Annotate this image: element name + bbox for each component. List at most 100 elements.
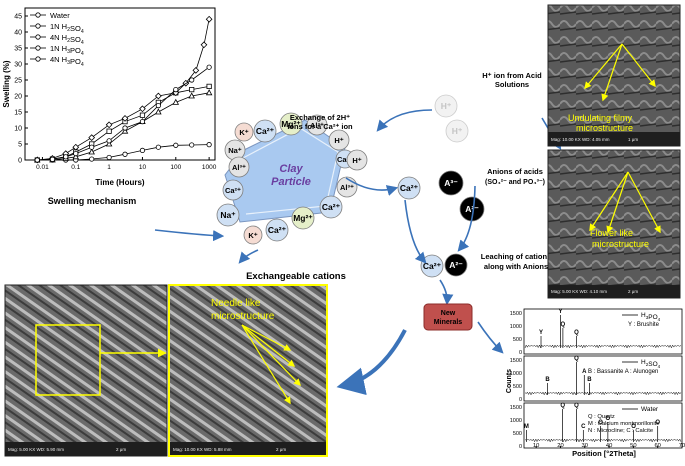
arrow-to-sem-bottom <box>336 329 407 396</box>
xrd-note: N : Microcline; C : Calcite <box>588 428 653 434</box>
sem-left-info-bar <box>5 442 167 456</box>
xrd-legend-label: H2SO4 <box>641 359 661 369</box>
ion-label: K⁺ <box>239 128 248 137</box>
ion-label: Al³⁺ <box>340 183 354 192</box>
xrd-peak-label: B <box>587 377 592 383</box>
swelling-point <box>139 147 146 153</box>
xrd-y-tick-label: 1500 <box>510 405 522 411</box>
swelling-series-line <box>37 66 210 161</box>
ion-label: Ca²⁺ <box>225 186 241 195</box>
sem-mid-arrow-1 <box>606 171 629 234</box>
needle-label-line1: Needle like <box>211 298 261 309</box>
anions-label-line1: Anions of acids <box>487 167 543 176</box>
ion-circle <box>444 253 468 277</box>
flower-label-line2: microstructure <box>592 239 649 249</box>
ion-label: Mg²⁺ <box>293 213 313 223</box>
ion-circle <box>306 114 328 136</box>
sem-left-zoom-box <box>35 324 101 396</box>
xrd-x-tick-label: 20 <box>557 443 563 449</box>
new-minerals-background <box>423 303 473 331</box>
sem-image-mid: Mag: 5.00 KX WD: 4.10 mm 2 μm Flower lik… <box>547 149 681 299</box>
xrd-y-tick-label: 1500 <box>510 358 522 364</box>
swelling-legend-marker <box>35 23 41 29</box>
ion-h: H⁺ <box>328 129 350 151</box>
ion-circle <box>291 206 315 230</box>
xrd-y-tick-label: 500 <box>513 384 522 390</box>
xrd-panel-frame <box>523 355 683 402</box>
sem-left-micrograph <box>4 284 168 457</box>
ion-circle <box>234 122 254 142</box>
xrd-note: M : Calcium montmorillonite <box>588 421 660 427</box>
exchange-label-line1: Exchange of 2H⁺ <box>290 113 350 122</box>
swelling-x-tick-label: 10 <box>139 164 147 171</box>
ion-al: Al³⁺ <box>306 114 328 136</box>
xrd-y-tick-label: 0 <box>519 397 522 403</box>
sem-right-caption: Mag: 10.00 KX WD: 5.88 mm <box>173 447 232 452</box>
ion-label: H⁺ <box>452 126 463 136</box>
swelling-point <box>106 154 112 161</box>
flower-label-line1: Flower like <box>590 228 633 238</box>
sem-image-top: Mag: 10.00 KX WD: 4.05 mm 1 μm Undulatin… <box>547 4 681 147</box>
xrd-peak-label: O <box>598 420 603 426</box>
sem-top-caption: Mag: 10.00 KX WD: 4.05 mm <box>551 137 610 142</box>
ion-circle <box>420 254 444 278</box>
ion-k: K⁺ <box>234 122 254 142</box>
xrd-peak-label: Y <box>558 309 562 315</box>
ion-label: Ca²⁺ <box>268 225 287 235</box>
swelling-y-axis-label: Swelling (%) <box>2 60 11 107</box>
swelling-point <box>122 125 128 131</box>
swelling-point <box>155 103 161 109</box>
xrd-y-tick-label: 0 <box>519 444 522 450</box>
ion-ca: Ca²⁺ <box>420 254 444 278</box>
needle-arrow-4 <box>241 324 291 405</box>
xrd-peak-label: M <box>524 424 529 430</box>
swelling-point <box>106 138 112 144</box>
swelling-point <box>188 92 195 99</box>
swelling-y-tick-label: 35 <box>14 46 22 53</box>
arrow-clay-to-ca <box>345 177 399 196</box>
ion-label: H⁺ <box>352 156 361 165</box>
swelling-point <box>192 67 200 74</box>
sem-image-bottom-left: Mag: 5.00 KX WD: 5.90 mm 2 μm <box>4 284 168 457</box>
xrd-x-tick-label: 50 <box>630 443 636 449</box>
swelling-point <box>173 87 179 93</box>
undulating-label-line1: Undulating filmy <box>568 113 633 123</box>
ion-label: A²⁻ <box>449 260 463 270</box>
swelling-point <box>73 151 79 157</box>
xrd-note: Q : Quartz <box>588 414 615 420</box>
sem-image-bottom-right: Mag: 10.00 KX WD: 5.88 mm 2 μm Needle li… <box>168 284 328 457</box>
ion-label: H⁺ <box>441 101 452 111</box>
xrd-legend-label: H3PO4 <box>641 312 661 322</box>
ion-circle <box>265 218 289 242</box>
arrow-ca-leaching <box>404 199 427 264</box>
sem-top-scale: 1 μm <box>628 137 638 142</box>
xrd-legend-label: Water <box>641 406 659 413</box>
ion-circle <box>346 149 368 171</box>
ion-label: A³⁻ <box>444 178 458 188</box>
xrd-y-tick-label: 1000 <box>510 418 522 424</box>
swelling-point <box>63 154 69 160</box>
swelling-legend-marker <box>35 12 41 18</box>
ion-na: Na⁺ <box>216 203 240 227</box>
needle-arrow-3 <box>241 324 302 387</box>
sem-mid-caption: Mag: 5.00 KX WD: 4.10 mm <box>551 289 607 294</box>
swelling-x-axis-label: Time (Hours) <box>95 178 145 187</box>
sem-right-scale: 2 μm <box>276 447 286 452</box>
swelling-y-tick-label: 5 <box>18 142 22 149</box>
xrd-y-tick-label: 500 <box>513 337 522 343</box>
swelling-legend-marker <box>35 56 41 62</box>
ion-circle <box>434 94 458 118</box>
swelling-legend-label: 1N H2SO4 <box>50 22 84 35</box>
swelling-point <box>155 108 162 115</box>
xrd-trace <box>524 344 682 349</box>
swelling-point <box>89 156 95 162</box>
ion-a3: A³⁻ <box>438 170 464 196</box>
ion-al: Al³⁺ <box>336 176 358 198</box>
sem-top-micrograph <box>547 4 681 147</box>
swelling-point <box>88 134 96 141</box>
ion-label: Ca²⁺ <box>423 261 442 271</box>
swelling-point <box>155 144 161 150</box>
swelling-x-tick-label: 1 <box>107 164 111 171</box>
